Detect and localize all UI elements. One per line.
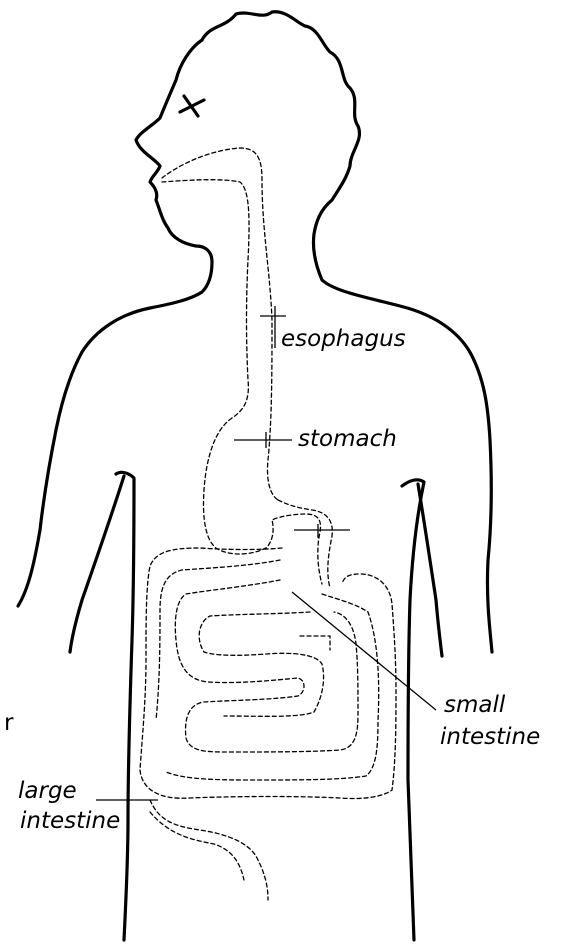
throat-lower (162, 180, 249, 418)
throat-upper (162, 148, 278, 500)
label-small-intestine-line1: small (444, 692, 506, 718)
right-flank (402, 480, 424, 940)
labels: esophagus stomach small intestine large … (4, 326, 540, 834)
ear-mark (180, 96, 204, 116)
small-intestine-leader-top (294, 524, 350, 538)
left-flank (116, 472, 134, 940)
pylorus-lower (278, 500, 332, 588)
label-large-intestine-line2: intestine (20, 808, 120, 834)
label-large-intestine-line1: large (18, 778, 77, 804)
right-arm-inner (418, 484, 442, 656)
label-esophagus: esophagus (281, 326, 406, 352)
label-edge-fragment: r (4, 710, 14, 736)
left-arm-inner (70, 476, 124, 652)
label-stomach: stomach (298, 426, 397, 452)
leader-lines (96, 306, 436, 800)
large-intestine-outer (150, 800, 268, 900)
large-intestine-inner (150, 812, 244, 880)
body-outline (18, 12, 492, 940)
small-intestine-coil-2 (175, 580, 358, 752)
small-intestine-inner-box (300, 636, 330, 650)
small-intestine-coil-1 (156, 560, 280, 720)
label-small-intestine-line2: intestine (440, 724, 540, 750)
digestive-tract (140, 148, 396, 900)
stomach-leader (234, 432, 292, 448)
face-profile (18, 40, 212, 606)
